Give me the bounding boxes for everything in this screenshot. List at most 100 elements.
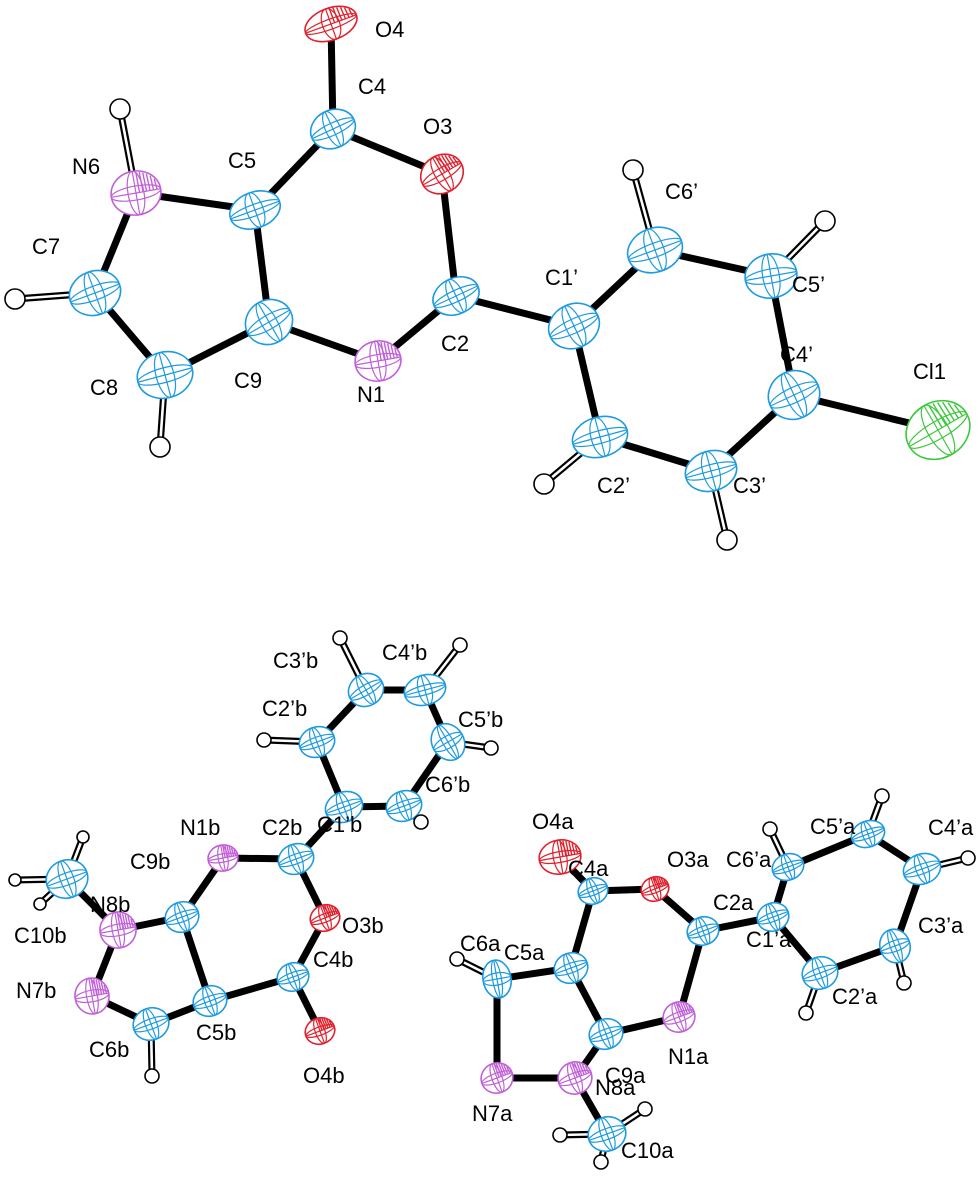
atom-c4p-ellipsoid — [767, 369, 821, 421]
hydrogen-atom-c6p-3 — [622, 159, 644, 181]
atom-label-o4: O4 — [375, 17, 404, 42]
atom-n7b-octant — [90, 978, 108, 996]
atom-o3-octant — [435, 154, 459, 173]
hydrogen-atom-c5pb-10 — [483, 740, 499, 756]
hydrogen-atom-c4pb-8 — [452, 637, 468, 653]
hydrogen-atom-c10b-14 — [33, 897, 47, 911]
atom-n1a-ellipsoid — [662, 1001, 696, 1033]
atom-label-c5p: C5’ — [792, 272, 825, 297]
atom-c2pb-ellipsoid — [298, 725, 336, 759]
atom-c6b-ellipsoid — [132, 1006, 170, 1042]
atom-label-c4pb: C4’b — [382, 640, 427, 665]
atom-n7b-ellipsoid — [74, 977, 110, 1015]
atom-n6-ellipsoid — [110, 170, 162, 216]
atom-label-c1pb: C1’b — [317, 812, 362, 837]
atom-c4pa-ellipsoid — [902, 852, 942, 886]
atom-label-c6pb: C6’b — [425, 772, 470, 797]
atom-label-c6b: C6b — [89, 1037, 129, 1062]
atom-label-c4: C4 — [358, 74, 386, 99]
atom-label-c2pa: C2’a — [832, 984, 878, 1009]
atom-label-c8: C8 — [90, 375, 118, 400]
atom-cl1-octant — [928, 401, 964, 428]
atom-o4a-ellipsoid — [538, 839, 582, 875]
atom-label-c6pa: C6’a — [726, 847, 772, 872]
hydrogen-atom-c10b-13 — [8, 873, 22, 887]
hydrogen-atom-c6pa-19 — [762, 821, 778, 837]
atom-label-c3p: C3’ — [733, 473, 766, 498]
hydrogen-atom-c2pb-9 — [256, 732, 272, 748]
atom-c5b-ellipsoid — [192, 984, 228, 1018]
atom-label-c1pa: C1’a — [746, 927, 792, 952]
atom-label-cl1: Cl1 — [913, 359, 946, 384]
atom-label-n1b: N1b — [180, 815, 220, 840]
hydrogen-atom-n6-0 — [109, 98, 131, 120]
atom-c2a-ellipsoid — [686, 915, 720, 947]
atom-c1pa-ellipsoid — [756, 901, 790, 933]
hydrogen-atom-c6a-21 — [449, 951, 465, 967]
atom-o3b-ellipsoid — [309, 903, 341, 933]
atom-label-c2pb: C2’b — [262, 696, 307, 721]
atom-n1a-octant — [675, 1002, 693, 1017]
hydrogen-atom-c7-1 — [4, 288, 26, 310]
hydrogen-atom-c5p-4 — [814, 210, 836, 232]
atom-c4a-ellipsoid — [577, 876, 609, 906]
atom-c7-ellipsoid — [68, 269, 122, 317]
atom-label-c5: C5 — [228, 148, 256, 173]
atom-n8a-ellipsoid — [557, 1061, 593, 1095]
atom-label-c5pa: C5’a — [810, 814, 856, 839]
atom-c5pa-ellipsoid — [850, 819, 886, 849]
atom-n1b-octant — [222, 845, 237, 858]
atom-label-c2p: C2’ — [597, 473, 630, 498]
atom-label-o3a: O3a — [667, 847, 709, 872]
atom-c4-ellipsoid — [309, 108, 357, 150]
atom-label-o3: O3 — [423, 114, 452, 139]
hydrogen-atom-c4pa-17 — [960, 850, 976, 866]
atom-c9a-ellipsoid — [588, 1017, 624, 1051]
atom-label-n7a: N7a — [472, 1101, 513, 1126]
atom-label-o3b: O3b — [342, 913, 384, 938]
atom-c5-ellipsoid — [229, 190, 281, 230]
atom-label-c5pb: C5’b — [458, 707, 503, 732]
atom-c3pa-ellipsoid — [878, 928, 912, 964]
hydrogen-atom-c10a-22 — [637, 1101, 653, 1117]
atom-c9b-ellipsoid — [164, 900, 200, 934]
atom-label-c1p: C1’ — [545, 265, 578, 290]
atom-n6-octant — [135, 171, 158, 193]
atom-label-c10b: C10b — [14, 923, 67, 948]
atom-label-c4a: C4a — [568, 856, 609, 881]
atoms-layer — [4, 5, 976, 1170]
atom-label-n1: N1 — [357, 382, 385, 407]
hydrogen-atom-c6b-15 — [144, 1068, 160, 1084]
atom-label-n8a: N8a — [595, 1075, 636, 1100]
atom-label-n8b: N8b — [90, 892, 130, 917]
atom-c2-ellipsoid — [432, 275, 480, 317]
atom-c1p-ellipsoid — [547, 302, 601, 350]
atom-label-c4b: C4b — [313, 947, 353, 972]
atom-n8b-ellipsoid — [99, 911, 137, 949]
atom-label-c5a: C5a — [504, 940, 545, 965]
atom-c4b-ellipsoid — [276, 961, 310, 993]
atom-label-o4a: O4a — [532, 809, 574, 834]
atom-c1pb-ellipsoid — [324, 790, 364, 824]
atom-c6pa-ellipsoid — [771, 852, 805, 882]
atom-c10a-ellipsoid — [587, 1115, 627, 1153]
hydrogen-atom-c6pb-11 — [413, 814, 429, 830]
atom-label-c3pb: C3’b — [273, 648, 318, 673]
atom-c5p-ellipsoid — [744, 253, 798, 299]
atom-c6a-ellipsoid — [482, 959, 512, 999]
atom-n7a-octant — [493, 1063, 511, 1078]
atom-label-c9a: C9a — [605, 1063, 646, 1088]
atom-label-c9: C9 — [234, 368, 262, 393]
atom-label-c6a: C6a — [460, 931, 501, 956]
atom-label-c5b: C5b — [196, 1020, 236, 1045]
atom-o4b-ellipsoid — [304, 1016, 336, 1046]
atom-c6pb-ellipsoid — [385, 789, 423, 823]
atom-n1-ellipsoid — [354, 340, 402, 382]
atom-label-c9b: C9b — [130, 849, 170, 874]
bond-o3-c2 — [438, 170, 460, 300]
atom-label-n6: N6 — [72, 154, 100, 179]
atom-label-c4pa: C4’a — [928, 815, 974, 840]
atom-c3pb-ellipsoid — [347, 672, 385, 708]
